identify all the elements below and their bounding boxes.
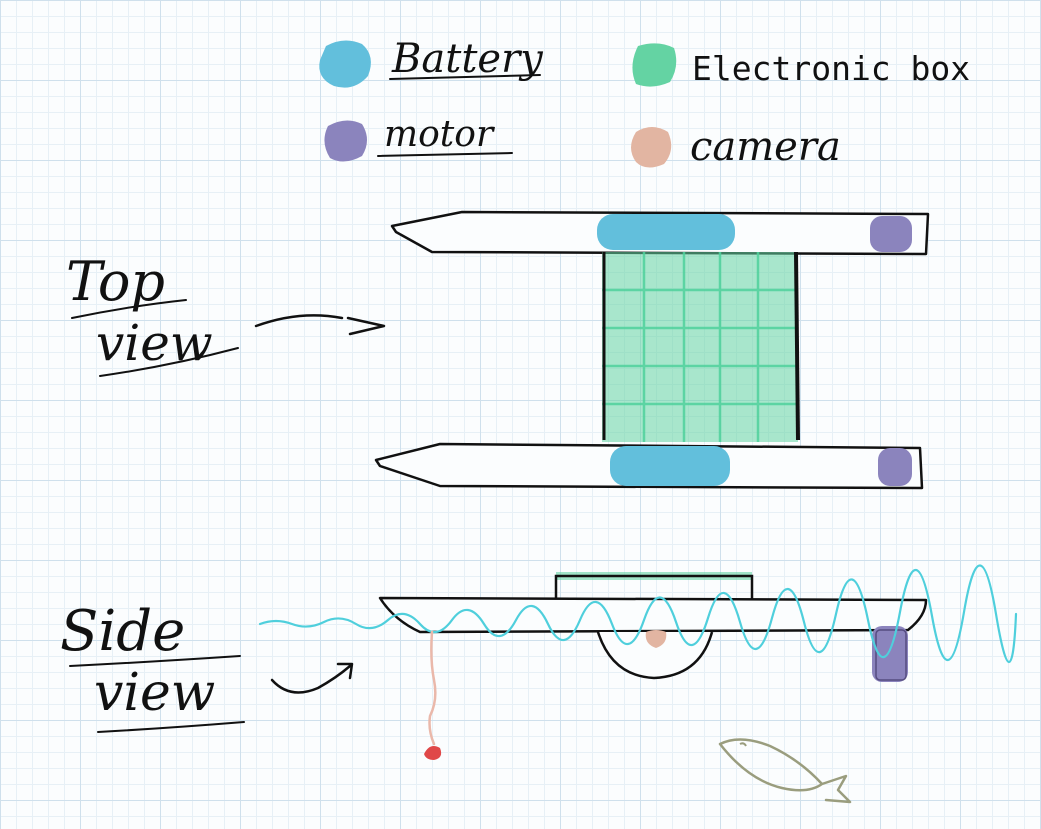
fishing-lure <box>424 746 442 760</box>
side-view-arrow <box>270 662 354 694</box>
electronic-box-label: Electronic box <box>692 49 970 88</box>
battery-underline <box>389 74 541 80</box>
fish <box>718 738 852 804</box>
camera-swatch <box>631 127 672 168</box>
legend-motor: motor <box>324 114 513 162</box>
top-motor-upper <box>870 216 912 252</box>
top-view-label-line1: Top <box>66 250 165 313</box>
top-battery-lower <box>610 446 730 486</box>
side-motor <box>872 626 908 682</box>
legend-battery: Battery <box>319 36 544 88</box>
top-view-label-line2: view <box>96 314 213 372</box>
top-view-diagram <box>374 210 930 490</box>
top-motor-lower <box>878 448 912 486</box>
side-view-underline-2 <box>97 721 245 733</box>
top-view-arrow <box>254 314 386 336</box>
fish-body <box>718 738 852 804</box>
legend-camera: camera <box>631 124 841 170</box>
battery-swatch <box>319 40 371 88</box>
top-battery-upper <box>597 214 735 250</box>
electronic-box-swatch <box>632 43 677 87</box>
camera-label: camera <box>690 124 841 170</box>
side-view-label: Side view <box>60 599 354 733</box>
motor-swatch <box>324 120 367 162</box>
electronic-box-grid <box>602 252 798 442</box>
fishing-line <box>428 630 437 746</box>
legend-electronic-box: Electronic box <box>632 43 970 88</box>
fish-eye <box>739 742 747 747</box>
motor-label: motor <box>384 114 495 155</box>
battery-label: Battery <box>391 36 544 82</box>
side-hull <box>378 596 928 634</box>
motor-underline <box>377 152 513 157</box>
electronic-box-fill <box>602 252 798 442</box>
side-motor-outline <box>875 629 907 681</box>
side-camera <box>645 630 667 648</box>
top-view-underline-1 <box>71 299 187 319</box>
side-view-label-line1: Side <box>60 599 185 664</box>
top-electronic-box <box>602 251 800 442</box>
electronic-box-right-edge <box>794 251 800 441</box>
top-view-label: Top view <box>66 250 386 377</box>
side-view-underline-1 <box>69 655 241 667</box>
side-view-label-line2: view <box>94 663 215 723</box>
top-view-underline-2 <box>99 347 239 377</box>
water-line <box>258 564 1018 664</box>
side-view-diagram <box>258 564 1018 804</box>
legend: Battery Electronic box motor camera <box>319 36 970 170</box>
